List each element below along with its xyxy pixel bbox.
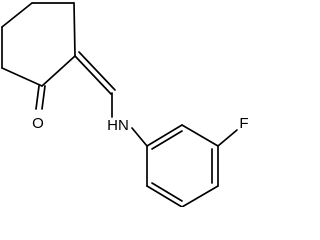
ring-bond-5 — [1, 67, 43, 87]
cyclohexanone-ring — [1, 2, 76, 87]
ring-bond-3 — [73, 2, 76, 57]
alkene-bond-b — [78, 51, 116, 91]
aryl-bond-4 — [181, 185, 219, 207]
aryl-inner-bond-1 — [151, 182, 183, 202]
fluorine-label: F — [239, 115, 248, 132]
ring-bond-1 — [1, 2, 33, 28]
aryl-inner-bond-3 — [151, 130, 183, 150]
ring-bond-4 — [41, 55, 76, 87]
carbonyl-bond-a — [35, 85, 40, 110]
aryl-bond-5 — [146, 185, 183, 207]
carbonyl-double-bond — [35, 85, 46, 110]
carbonyl-bond-b — [41, 85, 46, 110]
aryl-bond-1 — [146, 124, 183, 147]
alkene-bond-a — [74, 55, 112, 95]
exocyclic-double-bond — [74, 51, 116, 95]
aryl-bond-2 — [181, 124, 219, 147]
fluorophenyl-ring — [146, 124, 219, 207]
c-f-bond — [217, 129, 238, 147]
amine-label: HN — [107, 117, 129, 134]
nh-aryl-bond — [131, 127, 148, 147]
chemical-structure-diagram: O HN F — [1, 2, 249, 207]
oxygen-label: O — [32, 115, 44, 132]
